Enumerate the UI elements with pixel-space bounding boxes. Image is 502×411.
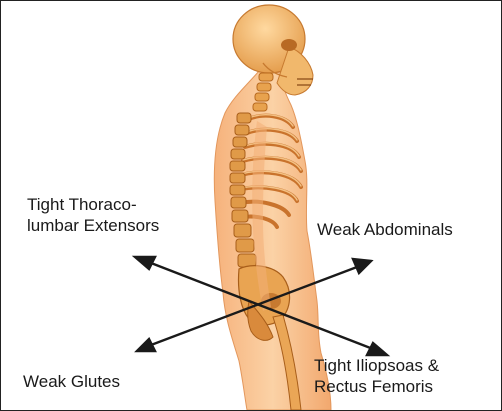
arrow-upper-right-icon	[353, 259, 371, 273]
label-tight-thoracolumbar-line1: Tight Thoraco-	[27, 194, 159, 215]
label-weak-abdominals: Weak Abdominals	[317, 219, 453, 240]
label-weak-glutes: Weak Glutes	[23, 371, 120, 392]
label-tight-thoracolumbar-line2: lumbar Extensors	[27, 215, 159, 236]
label-tight-thoracolumbar-extensors: Tight Thoraco- lumbar Extensors	[27, 194, 159, 236]
label-tight-iliopsoas-rectus-femoris: Tight Iliopsoas & Rectus Femoris	[314, 355, 439, 397]
arrow-upper-left-icon	[135, 257, 155, 269]
arrow-lower-left-icon	[137, 339, 155, 351]
label-tight-iliopsoas-line1: Tight Iliopsoas &	[314, 355, 439, 376]
label-tight-iliopsoas-line2: Rectus Femoris	[314, 376, 439, 397]
arrow-lower-right-icon	[367, 343, 387, 355]
